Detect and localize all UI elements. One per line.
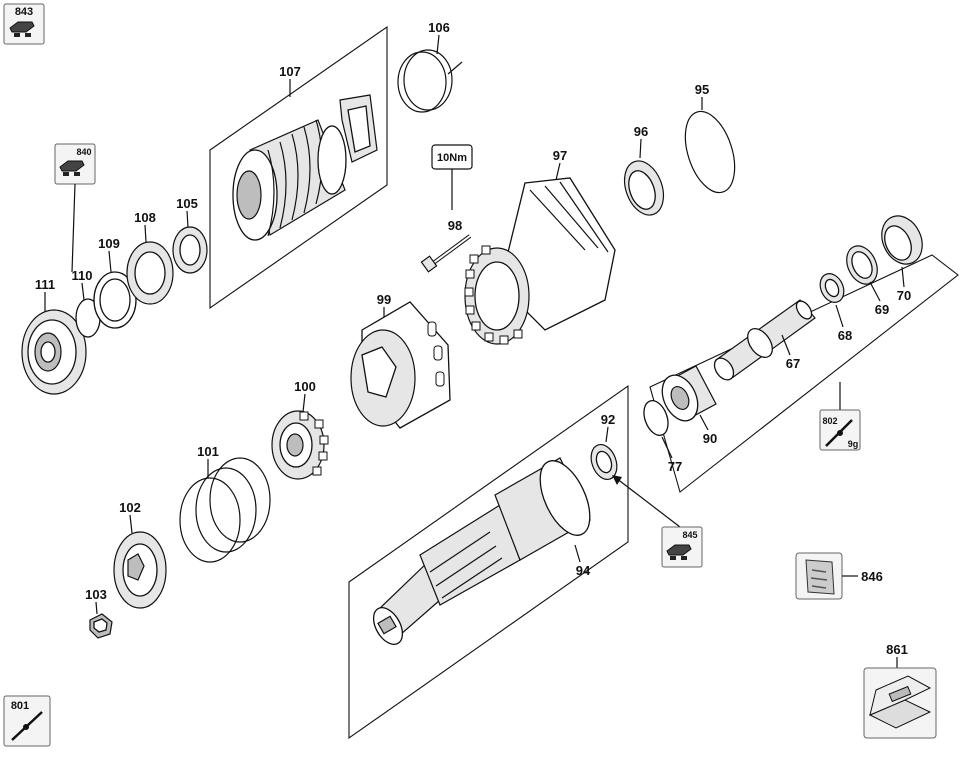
part-108-seal [126, 241, 174, 305]
label-68: 68 [838, 328, 852, 343]
label-103: 103 [85, 587, 107, 602]
part-103-button [89, 613, 113, 639]
label-101: 101 [197, 444, 219, 459]
label-77: 77 [668, 459, 682, 474]
label-90: 90 [703, 431, 717, 446]
clip-kit-icon [666, 544, 692, 560]
grease-syringe-icon [825, 419, 853, 447]
parts-bag-icon [805, 559, 835, 595]
label-100: 100 [294, 379, 316, 394]
label-802: 802 [822, 416, 837, 426]
label-106: 106 [428, 20, 450, 35]
part-92-seal [590, 443, 618, 481]
label-94: 94 [576, 563, 591, 578]
part-95-oring [684, 110, 736, 194]
part-105-seal [172, 226, 208, 274]
part-77-oring [643, 400, 669, 436]
label-109: 109 [98, 236, 120, 251]
kit-845: 845 [661, 526, 703, 568]
group-frame-94 [348, 384, 629, 740]
part-106-spring [397, 49, 463, 113]
part-107-plate [339, 94, 378, 163]
label-99: 99 [377, 292, 391, 307]
kit-843: 843 [3, 3, 45, 45]
part-111-flange [21, 309, 87, 395]
label-9g: 9g [848, 439, 859, 449]
carrying-case-icon [868, 675, 932, 729]
label-69: 69 [875, 302, 889, 317]
part-107-bellows [232, 119, 347, 241]
torque-spec-box: 10Nm [431, 144, 473, 170]
part-90-bushing [661, 365, 717, 422]
label-108: 108 [134, 210, 156, 225]
label-95: 95 [695, 82, 709, 97]
part-109-washer [93, 271, 137, 329]
label-840: 840 [76, 147, 91, 157]
part-99-cage [350, 301, 451, 429]
part-70-bushing [881, 215, 923, 265]
label-97: 97 [553, 148, 567, 163]
label-110: 110 [72, 268, 93, 283]
group-frame-107 [209, 25, 388, 310]
arrow-head-845 [612, 475, 622, 485]
label-105: 105 [176, 196, 198, 211]
label-70: 70 [897, 288, 911, 303]
part-101-spring [179, 457, 271, 563]
part-97-housing [464, 177, 616, 345]
label-102: 102 [119, 500, 141, 515]
part-96-ring [623, 160, 665, 216]
label-846: 846 [861, 569, 883, 584]
part-68-washer [819, 273, 845, 303]
grease-802: 802 9g [819, 409, 861, 451]
part-69-ring [846, 245, 878, 285]
part-98-screw [420, 234, 472, 273]
part-100-gear [271, 410, 329, 480]
label-861: 861 [886, 642, 908, 657]
label-843: 843 [15, 6, 33, 18]
grease-801: 801 [3, 695, 51, 747]
label-801: 801 [11, 700, 29, 712]
bag-846 [795, 552, 843, 600]
label-98: 98 [448, 218, 462, 233]
label-111: 111 [35, 277, 55, 292]
part-102-collar [113, 531, 167, 609]
label-845: 845 [682, 530, 697, 540]
kit-840: 840 [54, 143, 96, 185]
part-67-spindle [713, 299, 816, 381]
label-92: 92 [601, 412, 615, 427]
clip-kit-icon [59, 160, 85, 176]
clip-kit-icon [9, 21, 35, 37]
label-107: 107 [279, 64, 301, 79]
label-96: 96 [634, 124, 648, 139]
torque-label: 10Nm [437, 152, 467, 164]
label-67: 67 [786, 356, 800, 371]
part-94-tool-holder [372, 457, 591, 645]
grease-syringe-icon [11, 711, 43, 741]
case-861 [863, 667, 937, 739]
